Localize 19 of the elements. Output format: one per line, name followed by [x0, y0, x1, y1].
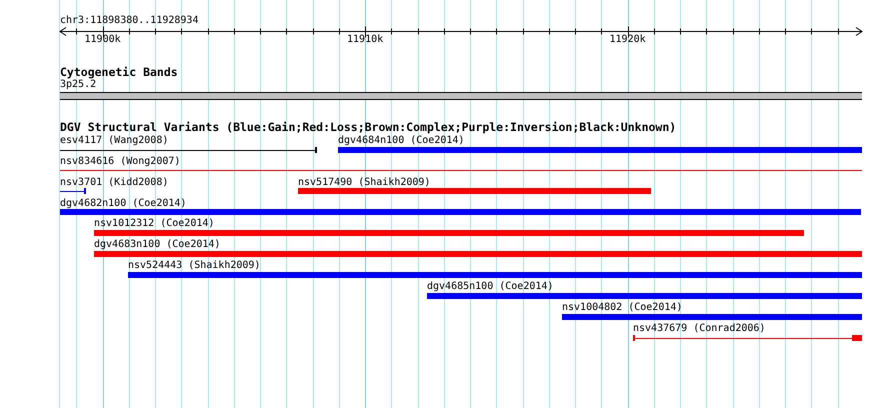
coordinate-label: chr3:11898380..11928934 [60, 15, 198, 27]
variant-label: dgv4682n100 (Coe2014) [60, 198, 186, 210]
band-label: 3p25.2 [60, 79, 96, 91]
variant-label: nsv437679 (Conrad2006) [633, 323, 766, 335]
variant-label: dgv4685n100 (Coe2014) [427, 281, 554, 293]
track-title: Cytogenetic Bands [60, 65, 178, 79]
variant-label: esv4117 (Wang2008) [60, 135, 168, 147]
variant-label: nsv1012312 (Coe2014) [94, 218, 214, 230]
tick-label: 11910k [347, 34, 384, 46]
variant-label: nsv3701 (Kidd2008) [60, 177, 168, 189]
variant-label: nsv834616 (Wong2007) [60, 156, 180, 168]
tick-label: 11900k [84, 34, 121, 46]
track-title: DGV Structural Variants (Blue:Gain;Red:Loss;Brown:Complex;Purple:Inversion;Black:Unknown) [60, 120, 676, 134]
variant-label: dgv4684n100 (Coe2014) [338, 135, 464, 147]
variant-label: nsv517490 (Shaikh2009) [298, 177, 430, 189]
tick-label: 11920k [610, 34, 646, 46]
variant-label: dgv4683n100 (Coe2014) [94, 239, 220, 251]
variant-label: nsv524443 (Shaikh2009) [128, 260, 260, 272]
variant-label: nsv1004802 (Coe2014) [562, 302, 682, 314]
